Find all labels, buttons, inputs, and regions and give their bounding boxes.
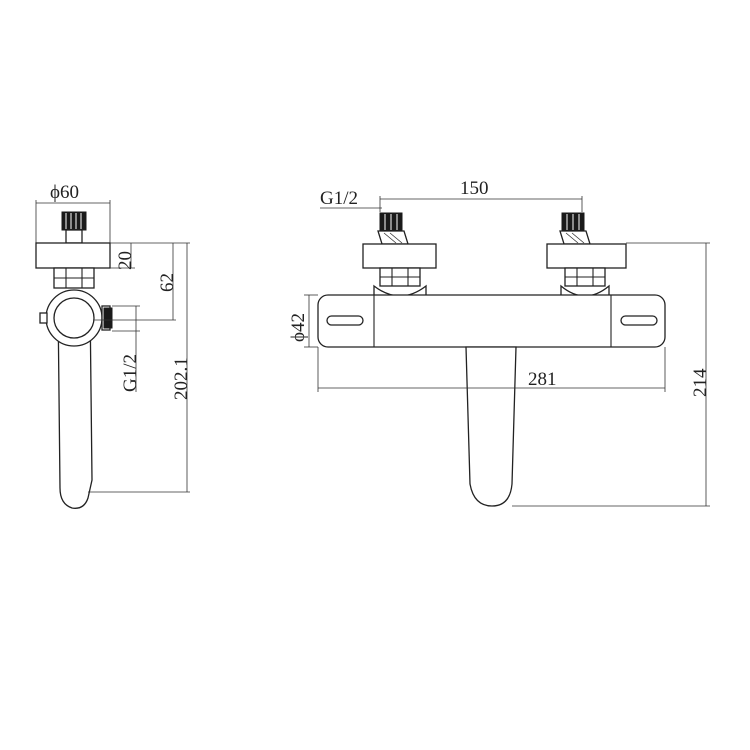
side-height-dimensions: 20 62 202.1	[88, 242, 192, 493]
front-thread-label: G1/2	[320, 188, 358, 209]
side-diameter-label: ϕ60	[50, 182, 79, 203]
left-handle-marker	[326, 315, 364, 326]
front-body	[317, 294, 666, 348]
front-width-dimension: 281	[317, 347, 666, 392]
front-height-dimension: 214	[512, 242, 711, 507]
front-left-connector	[362, 212, 437, 297]
side-body-inner	[53, 297, 95, 339]
front-diameter-label: ϕ42	[288, 313, 309, 342]
side-top-connector	[61, 211, 87, 244]
front-spacing-dimension: 150 G1/2	[320, 178, 583, 212]
side-nut	[53, 267, 95, 289]
front-height-label: 214	[690, 368, 711, 397]
side-height-total-label: 202.1	[171, 357, 192, 400]
side-thread-label: G1/2	[120, 354, 141, 392]
front-spout	[465, 346, 517, 507]
side-knob	[39, 312, 48, 324]
side-inlet: G1/2	[101, 305, 141, 392]
front-diameter-dimension: ϕ42	[288, 294, 318, 348]
side-flange	[35, 242, 111, 269]
front-right-connector	[546, 212, 627, 297]
side-view: ϕ60	[35, 182, 192, 509]
front-width-label: 281	[528, 369, 557, 390]
side-height-20-label: 20	[115, 251, 136, 270]
side-height-62-label: 62	[157, 273, 178, 292]
front-view: 150 G1/2 ϕ42 281	[288, 178, 711, 507]
dimension-diameter-60: ϕ60	[35, 182, 111, 243]
right-handle-marker	[620, 315, 658, 326]
side-spout	[57, 299, 93, 509]
front-spacing-label: 150	[460, 178, 489, 199]
